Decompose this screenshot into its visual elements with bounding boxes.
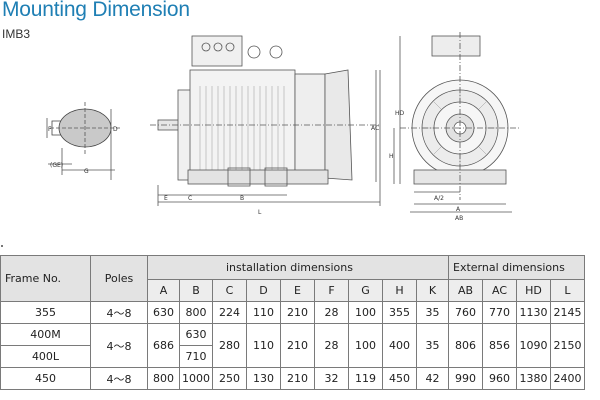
column-header: AB xyxy=(448,279,483,302)
cell-d: 110 xyxy=(246,301,281,324)
dim-label-ge: (GE) xyxy=(50,162,63,169)
cell-ac: 770 xyxy=(482,301,517,324)
cell-b-bottom: 710 xyxy=(185,350,207,363)
cell-b: 800 xyxy=(179,301,213,324)
cell-d: 110 xyxy=(246,323,281,368)
dim-label-g: G xyxy=(84,168,89,175)
motor-end-view xyxy=(393,32,520,213)
column-header: C xyxy=(212,279,247,302)
cell-f: 28 xyxy=(314,301,349,324)
motor-side-view xyxy=(150,35,381,206)
cell-b-split: 630 710 xyxy=(179,323,213,368)
cell-k: 35 xyxy=(416,301,449,324)
cell-e: 210 xyxy=(280,367,315,390)
cell-frame-bottom: 400L xyxy=(31,350,60,363)
motor-drawing: F D (GE) G E C B L AC HD H A/2 A AB xyxy=(46,32,520,222)
header-frame-no: Frame No. xyxy=(0,255,91,302)
header-poles: Poles xyxy=(90,255,148,302)
table-column-header-row: A B C D E F G H K AB AC HD L xyxy=(1,279,585,302)
dimension-table: Frame No. Poles installation dimensions … xyxy=(0,255,585,390)
cell-c: 250 xyxy=(212,367,247,390)
dim-label-c: C xyxy=(188,195,192,202)
column-header: G xyxy=(348,279,383,302)
column-header: AC xyxy=(482,279,517,302)
cell-poles: 4～8 xyxy=(90,301,148,324)
cell-ac: 960 xyxy=(482,367,517,390)
dim-label-e: E xyxy=(164,195,168,202)
cell-ab: 806 xyxy=(448,323,483,368)
cell-l: 2145 xyxy=(550,301,585,324)
cell-hd: 1380 xyxy=(516,367,551,390)
cell-h: 355 xyxy=(382,301,417,324)
column-header: HD xyxy=(516,279,551,302)
cell-hd: 1090 xyxy=(516,323,551,368)
dim-label-ab: AB xyxy=(455,215,463,222)
cell-e: 210 xyxy=(280,323,315,368)
cell-k: 42 xyxy=(416,367,449,390)
cell-b: 1000 xyxy=(179,367,213,390)
shaft-section-view xyxy=(46,102,120,180)
cell-l: 2150 xyxy=(550,323,585,368)
cell-f: 28 xyxy=(314,323,349,368)
cell-ac: 856 xyxy=(482,323,517,368)
column-header: H xyxy=(382,279,417,302)
cell-h: 450 xyxy=(382,367,417,390)
mounting-type-label: IMB3 xyxy=(2,27,31,41)
table-row: 400M 400L 4～8 686 630 710 280 110 210 28… xyxy=(0,323,585,368)
cell-g: 100 xyxy=(348,323,383,368)
cell-e: 210 xyxy=(280,301,315,324)
cell-b-top: 630 xyxy=(180,324,212,346)
cell-a: 686 xyxy=(147,323,180,368)
cell-c: 224 xyxy=(212,301,247,324)
dim-label-a-half: A/2 xyxy=(434,195,444,202)
cell-poles: 4～8 xyxy=(90,323,148,368)
column-header: L xyxy=(550,279,585,302)
dim-label-hd: HD xyxy=(395,110,405,117)
bullet-dot xyxy=(1,245,3,247)
dim-label-ac: AC xyxy=(371,125,379,132)
dim-label-d: D xyxy=(113,126,118,133)
header-external-dimensions: External dimensions xyxy=(448,255,585,280)
cell-hd: 1130 xyxy=(516,301,551,324)
header-installation-dimensions: installation dimensions xyxy=(147,255,449,280)
cell-frame: 355 xyxy=(0,301,91,324)
cell-poles: 4～8 xyxy=(90,367,148,390)
cell-h: 400 xyxy=(382,323,417,368)
column-header: B xyxy=(179,279,213,302)
cell-frame-top: 400M xyxy=(1,324,90,346)
cell-k: 35 xyxy=(416,323,449,368)
table-header-group-row: Frame No. Poles installation dimensions … xyxy=(0,255,585,302)
column-header: E xyxy=(280,279,315,302)
cell-frame: 450 xyxy=(0,367,91,390)
dim-label-f: F xyxy=(48,126,52,133)
column-header: K xyxy=(416,279,449,302)
column-header: D xyxy=(246,279,281,302)
column-header: A xyxy=(147,279,180,302)
cell-g: 100 xyxy=(348,301,383,324)
cell-d: 130 xyxy=(246,367,281,390)
cell-l: 2400 xyxy=(550,367,585,390)
cell-g: 119 xyxy=(348,367,383,390)
cell-ab: 760 xyxy=(448,301,483,324)
dim-label-l: L xyxy=(258,209,262,216)
cell-ab: 990 xyxy=(448,367,483,390)
dim-label-b: B xyxy=(240,195,244,202)
page-title: Mounting Dimension xyxy=(2,0,190,21)
column-header: F xyxy=(314,279,349,302)
table-row: 355 4～8 630 800 224 110 210 28 100 355 3… xyxy=(0,301,585,324)
dim-label-h: H xyxy=(389,153,394,160)
cell-a: 800 xyxy=(147,367,180,390)
cell-f: 32 xyxy=(314,367,349,390)
table-row: 450 4～8 800 1000 250 130 210 32 119 450 … xyxy=(0,367,585,390)
cell-a: 630 xyxy=(147,301,180,324)
cell-frame-split: 400M 400L xyxy=(0,323,91,368)
cell-c: 280 xyxy=(212,323,247,368)
dim-label-a: A xyxy=(456,206,461,213)
